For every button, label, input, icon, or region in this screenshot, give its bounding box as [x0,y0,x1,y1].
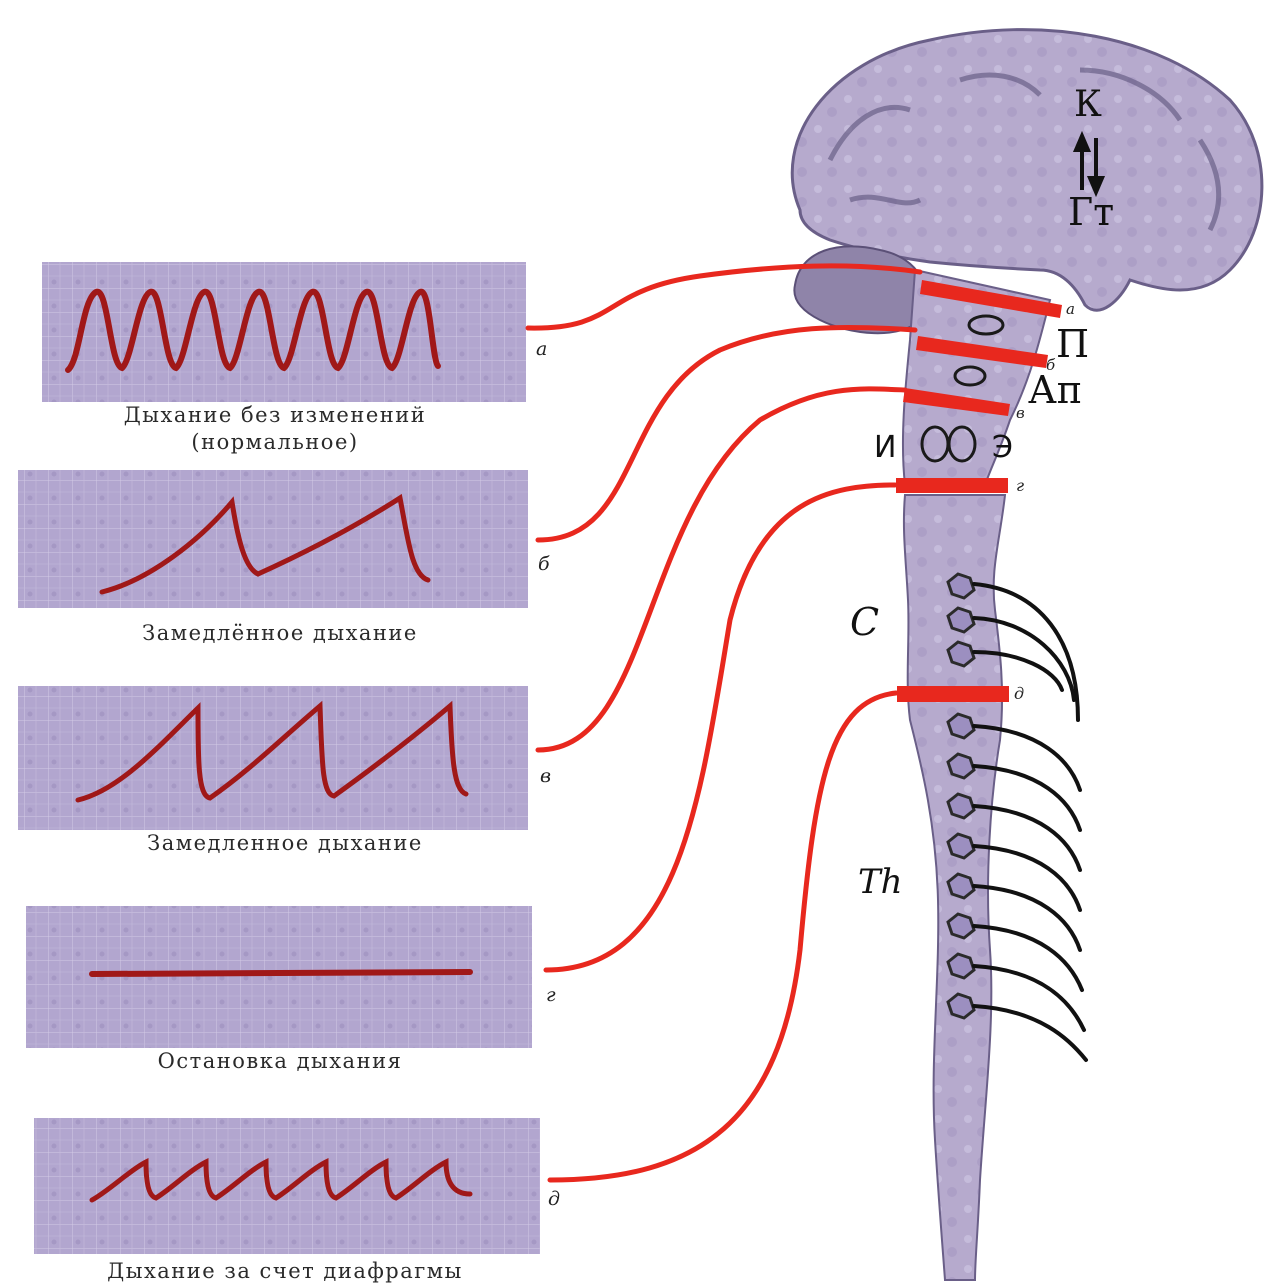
caption-a: Дыхание без изменений (нормальное) [80,402,470,456]
nerve-th4 [974,846,1080,910]
label-expiratory: Э [992,430,1013,465]
label-thoracic: Th [858,862,903,902]
label-cervical: C [850,600,879,644]
connector-v [538,389,905,750]
neuron-c2 [948,608,974,632]
connectors [528,266,920,1180]
cut-bar-g [896,478,1008,493]
cut-mark-d: д [1014,684,1024,703]
panel-mark-v: в [540,765,551,787]
neuron-th2 [948,754,974,778]
caption-d: Дыхание за счет диафрагмы [50,1258,520,1285]
panel-mark-b: б [538,553,550,575]
panel-g-trace [92,972,470,974]
cut-mark-v: в [1016,404,1025,422]
panel-g [26,906,532,1048]
connector-d [550,693,896,1180]
panel-d [34,1118,540,1254]
label-hypothalamus: Гт [1068,190,1114,234]
brain [792,30,1262,485]
label-inspiratory: И [874,430,896,465]
cerebellum [794,246,925,333]
neuron-th3 [948,794,974,818]
panel-g-grid [26,906,532,1048]
caption-a-line1: Дыхание без изменений [80,402,470,429]
panel-b-grid [18,470,528,608]
neuron-th8 [948,994,974,1018]
neuron-th1 [948,714,974,738]
neuron-th4 [948,834,974,858]
panel-v [18,686,528,830]
neuron-th5 [948,874,974,898]
label-apneustic: Ап [1028,368,1082,412]
panel-mark-a: а [536,338,547,360]
caption-g: Остановка дыхания [110,1048,450,1075]
label-cortex: К [1074,84,1102,125]
cut-bar-d [897,686,1009,702]
caption-b: Замедлённое дыхание [90,620,470,647]
panel-b [18,470,528,608]
cut-mark-a: а [1066,300,1075,318]
panel-mark-g: г [546,984,556,1006]
neuron-c3 [948,642,974,666]
neuron-th6 [948,914,974,938]
cut-mark-g: г [1016,476,1024,495]
panel-a [42,262,526,402]
panel-a-grid [42,262,526,402]
neuron-c1 [948,574,974,598]
caption-a-line2: (нормальное) [80,429,470,456]
label-pneumotaxic: П [1056,322,1089,366]
connector-b [538,327,915,540]
neuron-th7 [948,954,974,978]
caption-v: Замедленное дыхание [90,830,480,857]
panel-mark-d: д [548,1188,560,1210]
